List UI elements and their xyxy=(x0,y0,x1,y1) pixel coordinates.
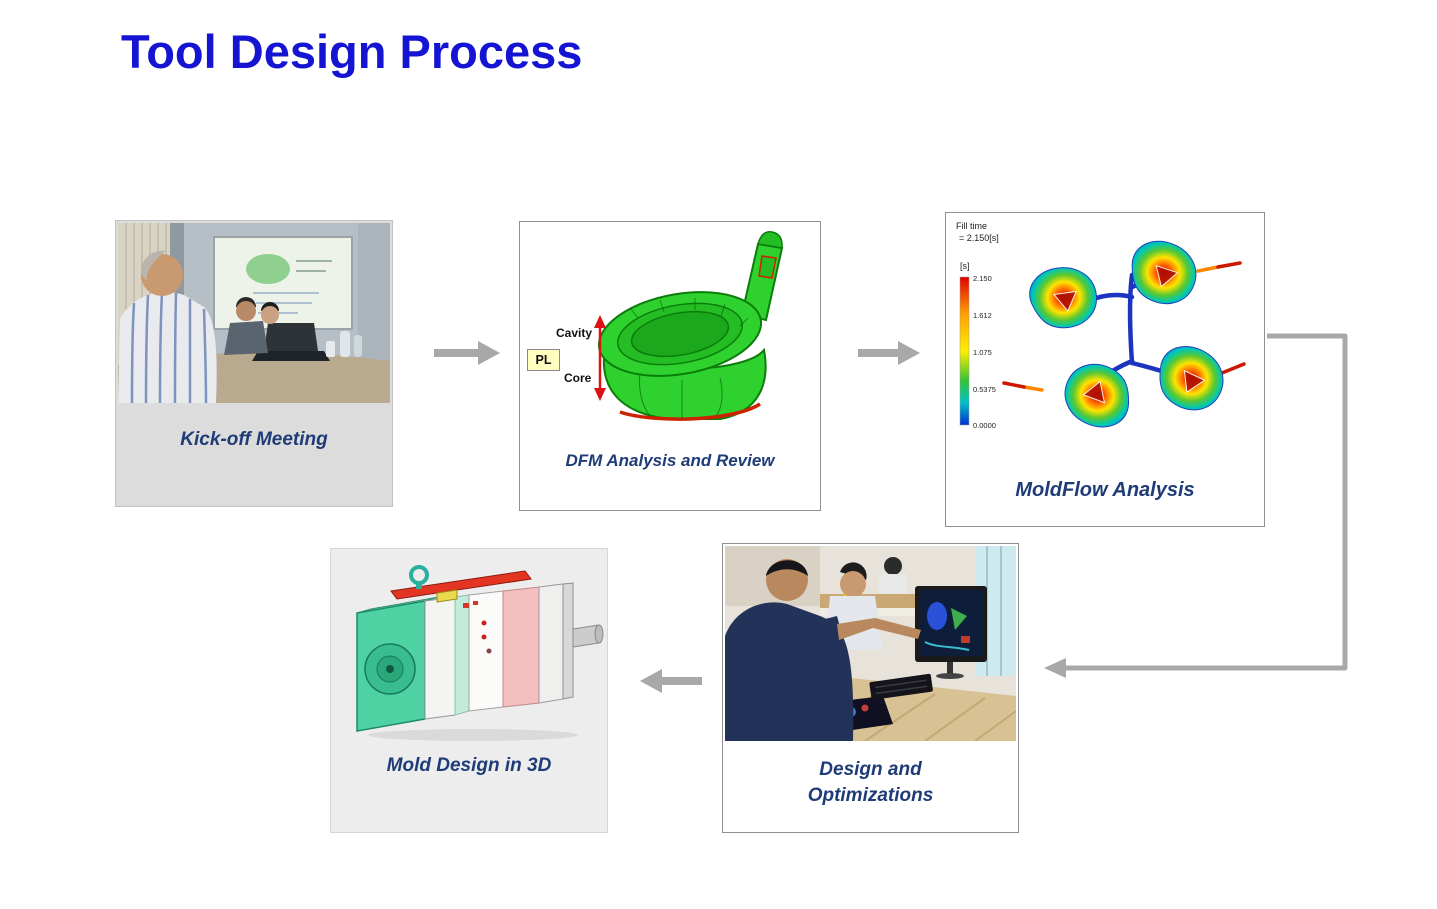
design-label-line-2: Optimizations xyxy=(807,784,934,806)
step-panel-moldflow-analysis: Fill time = 2.150[s] [s] 2.150 1.612 1.0… xyxy=(945,212,1265,527)
mold-design-3d-label: Mold Design in 3D xyxy=(386,755,552,776)
dfm-analysis-label: DFM Analysis and Review xyxy=(565,451,775,470)
kickoff-photo-graphic xyxy=(118,223,390,403)
moldflow-legend: Fill time = 2.150[s] [s] 2.150 1.612 1.0… xyxy=(956,221,999,430)
assembly-shadow xyxy=(368,729,578,741)
moldflow-part-bottom-right xyxy=(1159,346,1224,411)
part-rim xyxy=(597,291,763,377)
legend-unit: [s] xyxy=(960,261,970,271)
legend-tick-3: 0.5375 xyxy=(973,385,996,394)
mold-assembly xyxy=(356,565,604,732)
step-panel-mold-design-3d: Mold Design in 3D xyxy=(330,548,608,833)
red-clamp-bar xyxy=(390,570,532,600)
background-person-head xyxy=(884,557,902,575)
moldflow-part-top-right xyxy=(1131,240,1197,305)
presenter-figure xyxy=(118,250,217,403)
step-panel-design-optimizations: Design and Optimizations xyxy=(722,543,1019,833)
plate-white-2 xyxy=(468,590,504,712)
kickoff-meeting-photo xyxy=(118,223,390,403)
ejector-shaft xyxy=(572,624,604,648)
core-label: Core xyxy=(564,371,592,385)
plate-white-1 xyxy=(424,596,456,720)
part-handle xyxy=(740,231,784,322)
kickoff-meeting-label: Kick-off Meeting xyxy=(180,429,328,450)
parting-line-arrow xyxy=(594,315,606,401)
legend-color-bar xyxy=(959,276,970,426)
mesh-lines xyxy=(629,298,749,327)
laptop xyxy=(252,323,330,361)
green-part-graphic xyxy=(594,231,784,421)
moldflow-part-top-left xyxy=(1029,267,1097,329)
arrow-dfm-to-moldflow xyxy=(858,341,920,365)
moldflow-gates xyxy=(1002,261,1246,392)
part-red-bottom-edge xyxy=(619,402,761,421)
parting-line-tag: PL xyxy=(527,349,560,371)
moldflow-graphic: Fill time = 2.150[s] [s] 2.150 1.612 1.0… xyxy=(956,221,1246,430)
plate-gray-thin xyxy=(562,582,574,700)
water-bottles xyxy=(326,331,362,357)
design-photo-graphic xyxy=(725,546,1016,741)
handle-red-detail xyxy=(758,255,777,279)
moldflow-part-bottom-left xyxy=(1064,363,1130,428)
design-optimizations-photo xyxy=(725,546,1016,741)
arrow-design-to-mold3d xyxy=(640,669,702,693)
design-label-line-1: Design and xyxy=(819,759,922,780)
pointing-arm xyxy=(837,618,921,640)
red-fitting-2 xyxy=(473,601,478,605)
red-fitting-1 xyxy=(463,603,469,608)
locating-ring xyxy=(364,643,416,695)
attendee-figures xyxy=(224,297,279,355)
legend-tick-4: 0.0000 xyxy=(973,421,996,430)
cavity-label: Cavity xyxy=(556,326,593,340)
lift-ring xyxy=(409,565,429,589)
design-optimizations-label: Design and Optimizations xyxy=(725,757,1016,808)
arrow-kickoff-to-dfm xyxy=(434,341,500,365)
moldflow-simulation: Fill time = 2.150[s] [s] 2.150 1.612 1.0… xyxy=(946,213,1264,471)
moldflow-analysis-label: MoldFlow Analysis xyxy=(1015,479,1195,501)
monitor xyxy=(915,586,987,679)
dfm-part-drawing: Cavity PL Core xyxy=(520,222,820,437)
yellow-block xyxy=(436,589,458,603)
projector-screen xyxy=(213,236,353,330)
plate-pink xyxy=(502,586,540,708)
legend-tick-0: 2.150 xyxy=(973,274,992,283)
engineer-pointing xyxy=(725,559,921,741)
mold-3d-drawing xyxy=(333,551,605,743)
plate-mint xyxy=(454,594,470,716)
step-panel-dfm-analysis: Cavity PL Core DFM Analysis and Review xyxy=(519,221,821,511)
page-title: Tool Design Process xyxy=(121,25,583,78)
plate-white-3 xyxy=(538,583,564,704)
legend-tick-2: 1.075 xyxy=(973,348,992,357)
legend-title: Fill time xyxy=(956,221,987,231)
mold-assembly-graphic xyxy=(356,565,604,741)
legend-value: = 2.150[s] xyxy=(959,233,999,243)
keyboard xyxy=(869,673,933,700)
legend-tick-1: 1.612 xyxy=(973,311,992,320)
step-panel-kickoff-meeting: Kick-off Meeting xyxy=(115,220,393,507)
